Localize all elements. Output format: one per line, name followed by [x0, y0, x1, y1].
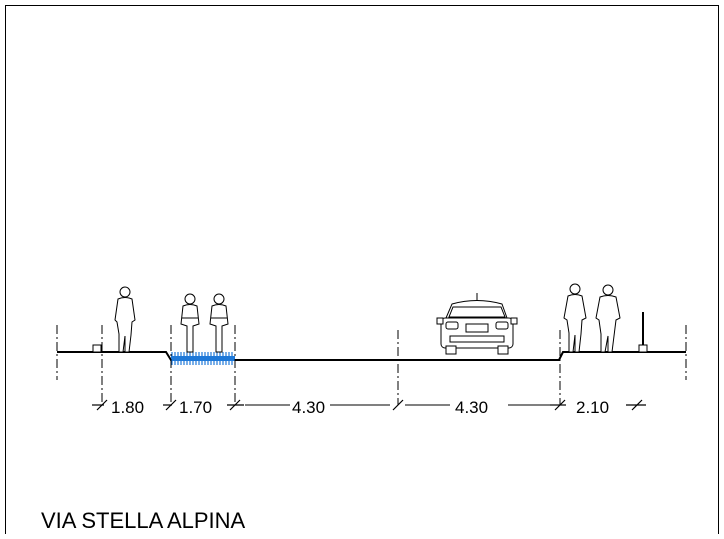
bike-lane-surface — [171, 352, 235, 365]
dimension-label: 4.30 — [292, 398, 325, 417]
dimension-extension-lines — [56, 325, 687, 405]
sheet-border — [5, 5, 719, 539]
section-title: VIA STELLA ALPINA — [41, 508, 246, 533]
cyclist-icon — [180, 293, 229, 353]
right-post-marker — [638, 344, 648, 353]
ground-profile — [57, 351, 686, 361]
pedestrian-icon — [114, 286, 136, 353]
dimension-ticks — [92, 399, 646, 411]
car-icon — [436, 293, 518, 355]
left-post-marker — [92, 344, 102, 353]
dimension-label: 1.80 — [111, 398, 144, 417]
dimension-label: 2.10 — [576, 398, 609, 417]
pedestrian-icon — [563, 283, 621, 353]
dimension-label: 4.30 — [455, 398, 488, 417]
dimension-label: 1.70 — [179, 398, 212, 417]
